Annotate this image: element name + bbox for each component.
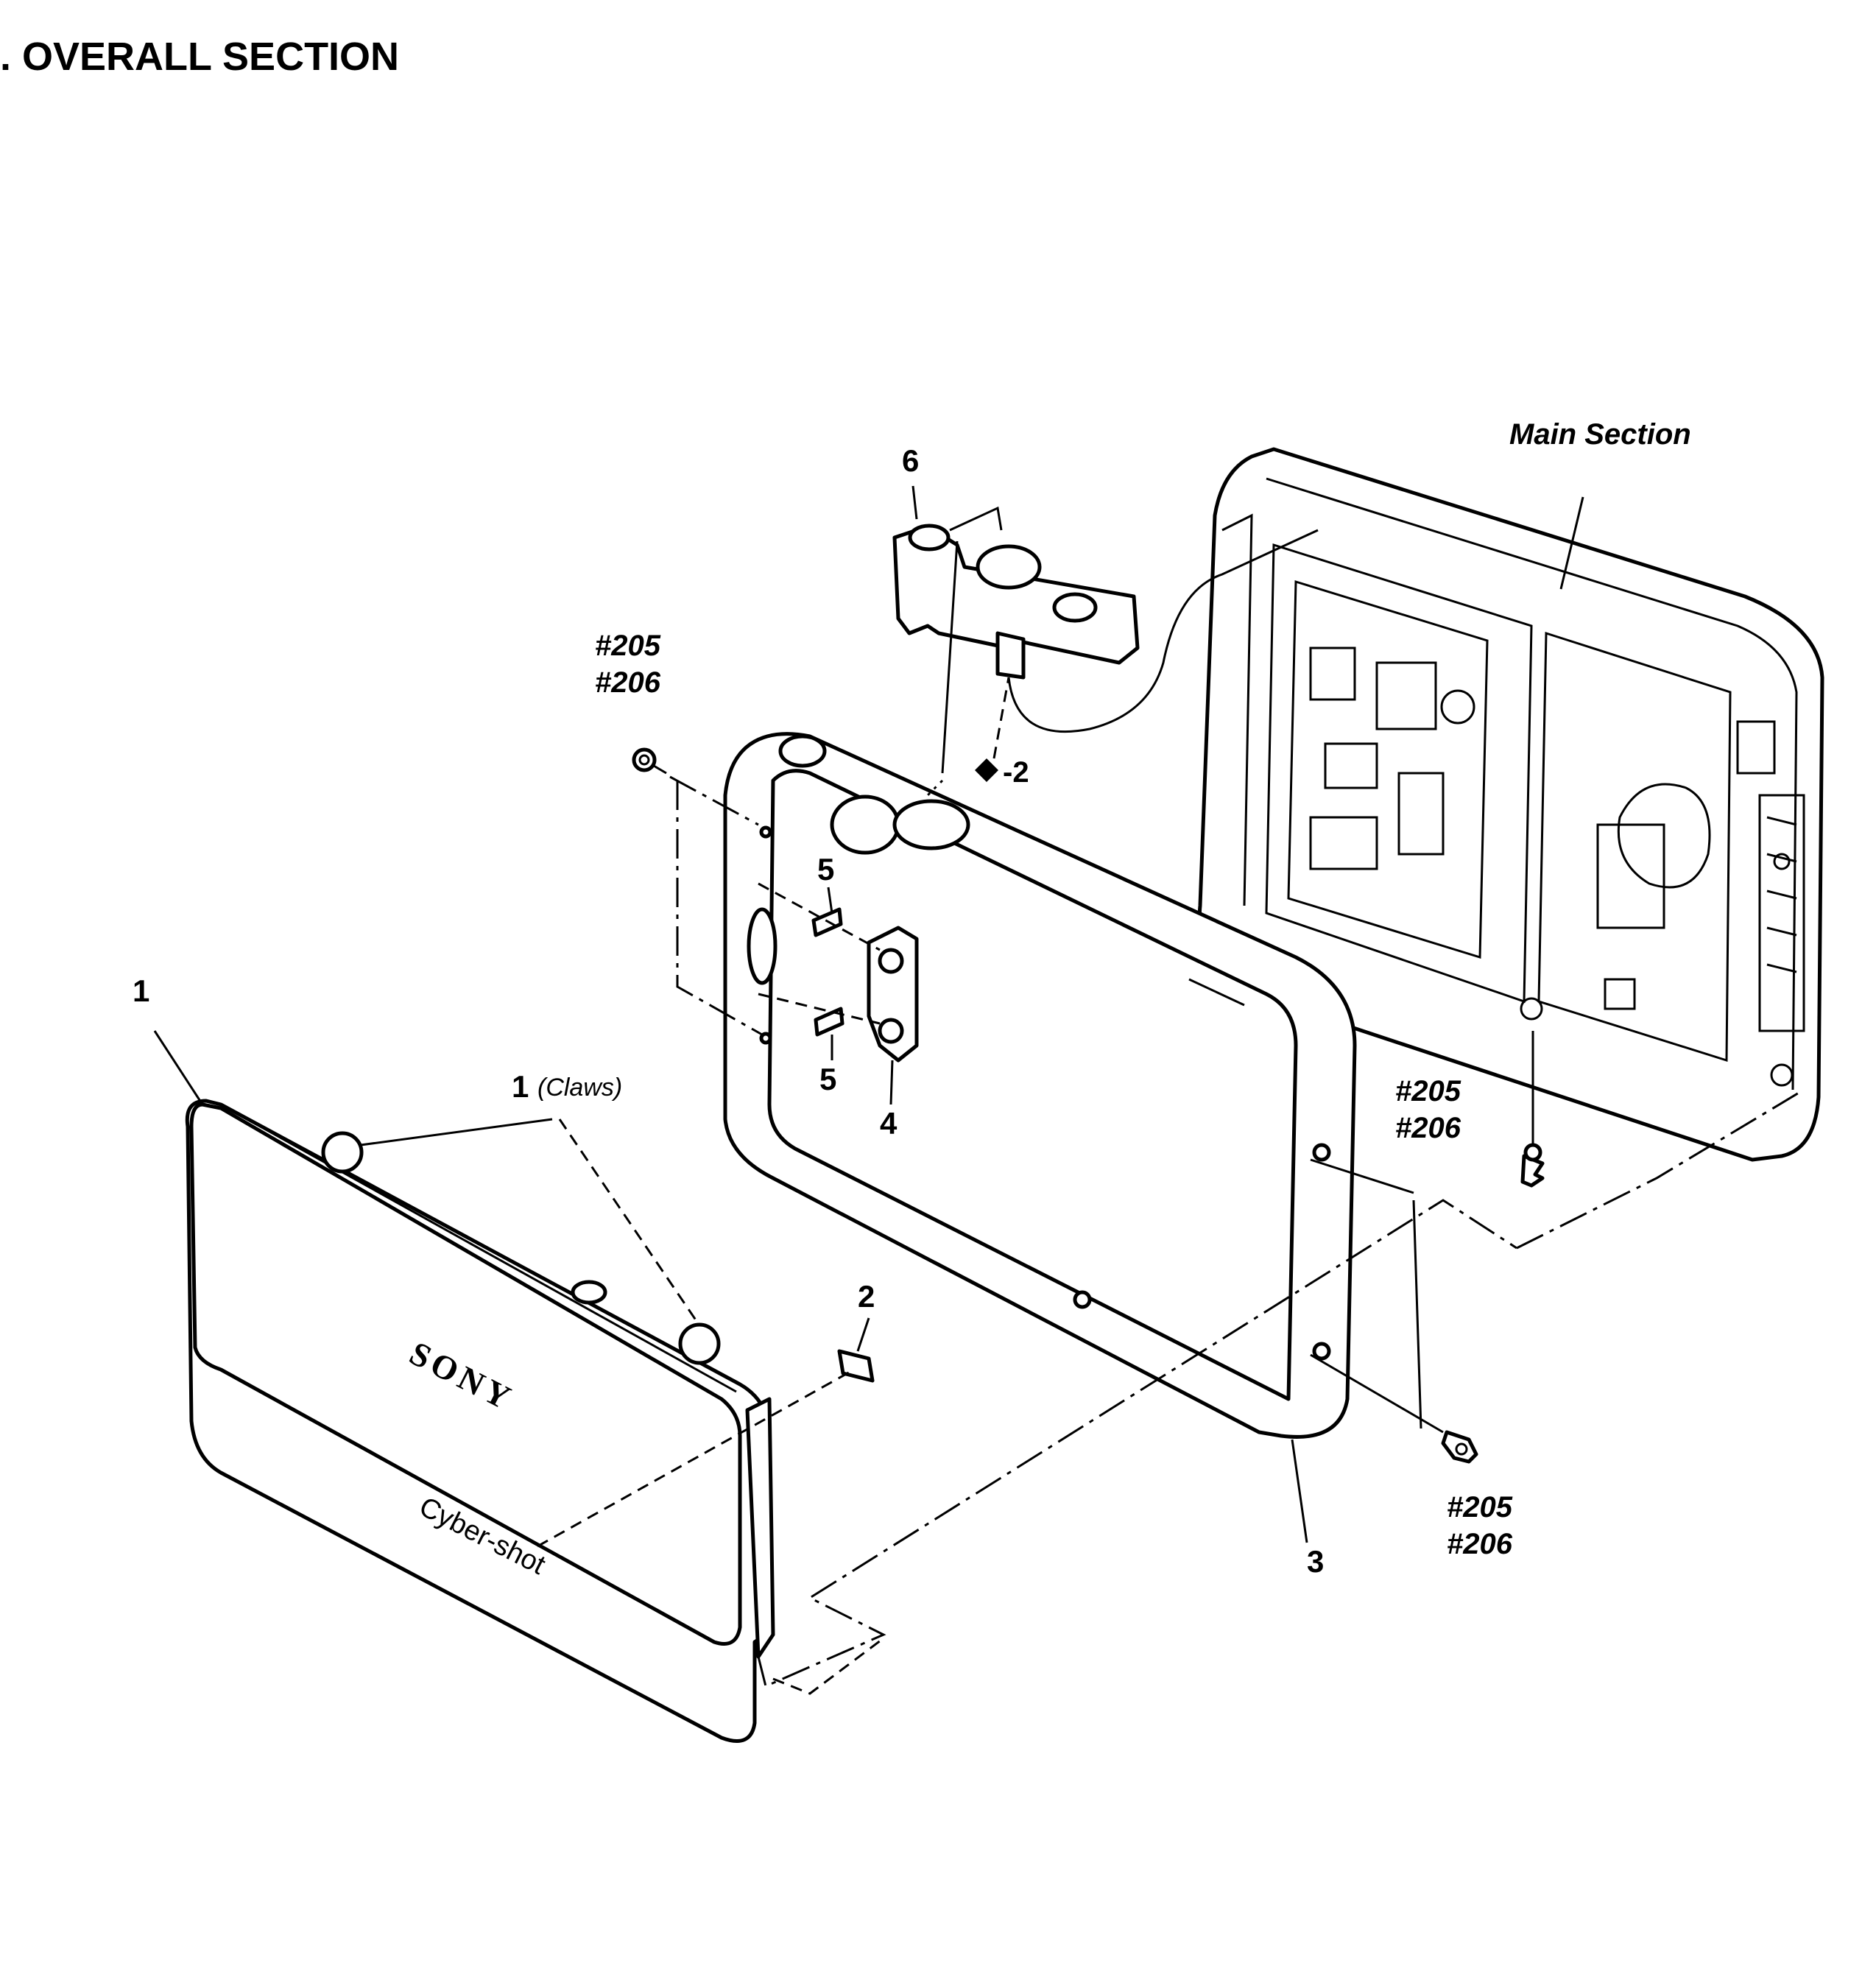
part-1-label: 1 (133, 973, 149, 1008)
part-5-tape-bottom (814, 1007, 844, 1037)
part-6-label: 6 (902, 443, 919, 478)
screw-205-206-right-bottom (1441, 1430, 1478, 1464)
part-1-claws-text: (Claws) (537, 1074, 622, 1102)
main-section-label: Main Section (1509, 418, 1691, 451)
reference-marker-label: -2 (1003, 756, 1029, 789)
part-1-claws-num: 1 (512, 1069, 529, 1104)
part-1-front-cover: SONY Cyber-shot (185, 1099, 772, 1743)
part-3-label: 3 (1307, 1544, 1324, 1579)
screw-a-205-label: #205 (595, 630, 661, 662)
reference-diamond-icon (975, 758, 998, 782)
screw-c-205-label: #205 (1447, 1491, 1513, 1523)
screw-b-205-label: #205 (1395, 1075, 1461, 1107)
part-5-top-label: 5 (817, 852, 834, 887)
screw-205-206-right-middle (1520, 1143, 1545, 1188)
page-title: . OVERALL SECTION (0, 35, 399, 79)
main-section-assembly (1197, 447, 1824, 1162)
screw-205-206-top-left (632, 747, 667, 775)
screw-c-206-label: #206 (1447, 1528, 1513, 1560)
part-4-label: 4 (880, 1106, 898, 1141)
part-4-button (867, 926, 919, 1063)
screw-a-206-label: #206 (595, 666, 661, 699)
screw-b-206-label: #206 (1395, 1112, 1461, 1144)
part-5-bottom-label: 5 (819, 1062, 836, 1096)
part-2-label: 2 (858, 1279, 875, 1314)
